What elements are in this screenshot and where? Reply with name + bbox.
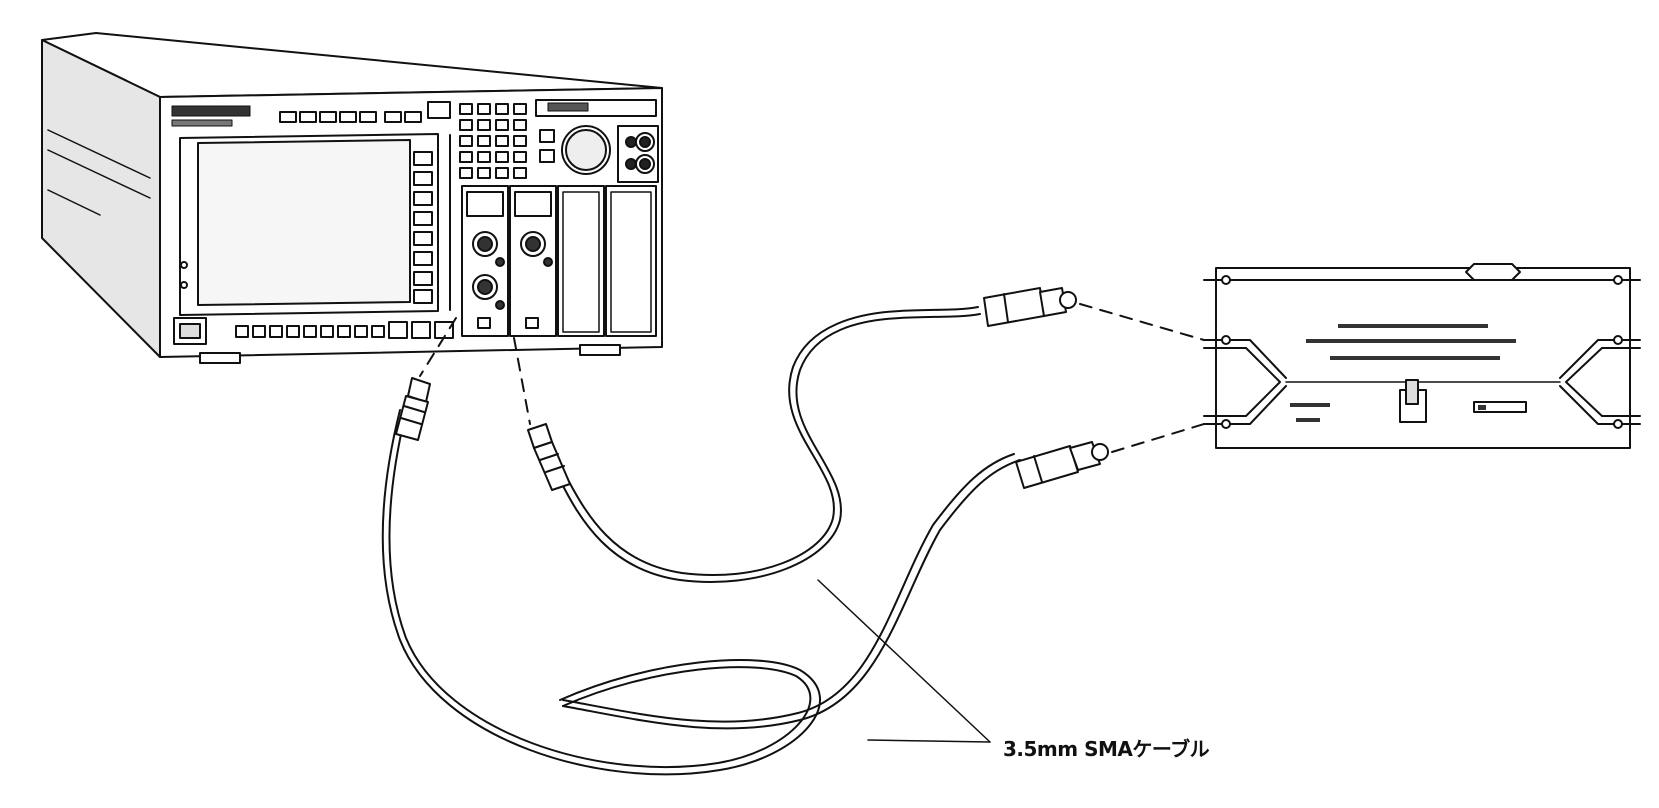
keypad[interactable] (459, 103, 527, 179)
sampling-module-1[interactable] (461, 185, 509, 337)
sma-connector-left-b (527, 423, 571, 491)
empty-slot-2 (605, 185, 657, 337)
brand-logo (171, 105, 251, 127)
sma-connector-right-upper (983, 287, 1077, 327)
side-softkeys[interactable] (413, 151, 433, 304)
sma-connector-right-lower (1015, 441, 1109, 489)
top-button-row[interactable] (279, 101, 451, 123)
empty-slot-1 (557, 185, 605, 337)
rotary-knob[interactable] (561, 125, 611, 175)
sma-connector-left-a (395, 377, 431, 441)
indicator-led (180, 261, 188, 269)
display-screen (179, 133, 451, 316)
callout-lines (817, 579, 991, 743)
sma-cable-b (559, 306, 981, 583)
sampling-module-2[interactable] (509, 185, 557, 337)
bottom-button-row[interactable] (173, 317, 454, 345)
cable-label: 3.5mm SMAケーブル (1003, 737, 1210, 761)
input-connectors[interactable] (617, 125, 659, 183)
connection-guides (419, 303, 1205, 453)
test-fixture-board (1203, 263, 1641, 449)
sma-cable-a (381, 409, 1021, 776)
